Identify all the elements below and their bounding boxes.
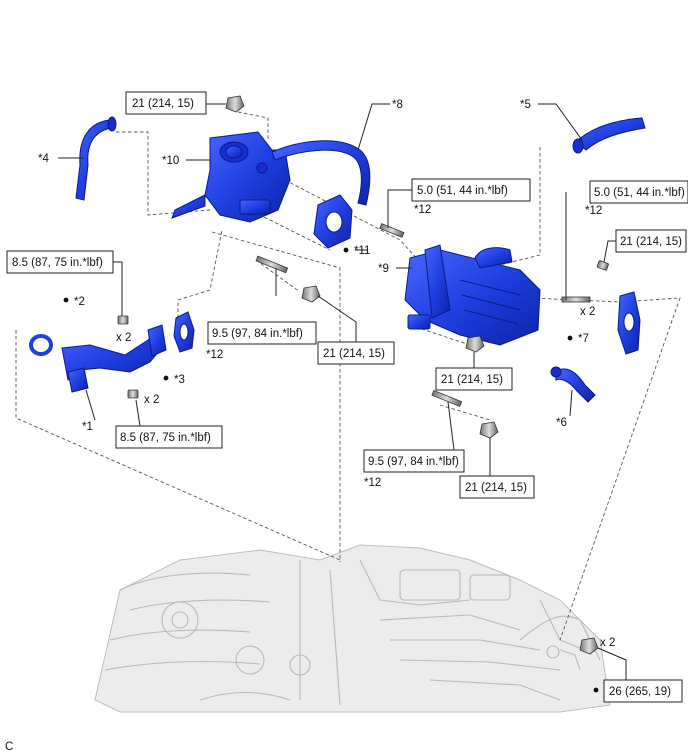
callout-10: *10 [162,155,179,167]
torque-spec-nut-right: 21 (214, 15) [459,475,535,499]
callout-3: *3 [174,374,185,386]
svg-text:5.0 (51, 44 in.*lbf): 5.0 (51, 44 in.*lbf) [594,187,685,199]
hardware-fasteners [117,95,609,655]
callout-7: *7 [578,333,589,345]
nut-right[interactable] [479,421,499,439]
torque-spec-nut-mid: 21 (214, 15) [435,367,513,391]
bolt-left-lower[interactable] [127,389,139,399]
leader-lines [58,103,627,680]
callout-11: *11 [354,245,370,257]
torque-spec-left-upper: 8.5 (87, 75 in.*lbf) [6,250,114,274]
callout-4: *4 [38,153,49,165]
stud-8[interactable] [379,223,405,238]
corner-code: C [5,741,13,753]
stud-mid-right[interactable] [561,296,591,303]
torque-spec-mid-left: 5.0 (51, 44 in.*lbf) [411,178,531,202]
dot-3 [163,375,169,381]
part-callouts: *8 *5 *4 *10 *12 *12 *11 *9 *2 x 2 x 2 *… [5,99,615,753]
qty-bottom: x 2 [600,637,615,649]
engine-assembly-illustration [94,544,611,713]
part-egr-cooler-9[interactable] [404,244,541,346]
callout-12a: *12 [414,204,431,216]
svg-text:21 (214, 15): 21 (214, 15) [323,348,385,360]
torque-spec-top: 21 (214, 15) [125,91,207,115]
bolt-left-upper[interactable] [117,315,129,325]
part-hose-4[interactable] [75,116,117,201]
callout-1: *1 [82,421,93,433]
svg-text:21 (214, 15): 21 (214, 15) [441,374,503,386]
qty-left-upper: x 2 [116,332,131,344]
svg-text:26 (265, 19): 26 (265, 19) [609,686,671,698]
part-hose-5[interactable] [572,117,646,154]
callout-12b: *12 [585,205,602,217]
part-hose-6[interactable] [550,366,596,403]
nut-top[interactable] [225,95,245,113]
dot-7 [567,335,573,341]
callout-5: *5 [520,99,531,111]
torque-spec-bottom: 26 (265, 19) [603,679,683,703]
svg-text:9.5 (97, 84 in.*lbf): 9.5 (97, 84 in.*lbf) [368,456,459,468]
part-egr-valve-10[interactable] [171,131,291,223]
nut-left[interactable] [301,285,321,303]
torque-spec-stud-right: 9.5 (97, 84 in.*lbf) [363,449,465,473]
torque-spec-right-bolt: 21 (214, 15) [615,229,687,253]
callout-9: *9 [378,263,389,275]
torque-spec-nut-left: 21 (214, 15) [317,341,395,365]
svg-text:21 (214, 15): 21 (214, 15) [465,482,527,494]
qty-left-lower: x 2 [144,394,159,406]
callout-8: *8 [392,99,403,111]
qty-right: x 2 [580,306,595,318]
dot-bottom [593,687,599,693]
nut-mid[interactable] [465,335,485,353]
svg-text:21 (214, 15): 21 (214, 15) [620,236,682,248]
nut-bottom[interactable] [579,637,599,655]
torque-spec-left-lower: 8.5 (87, 75 in.*lbf) [115,425,223,449]
dot-2 [63,297,69,303]
stud-left[interactable] [255,255,289,274]
part-pipe-1[interactable] [61,324,167,393]
torque-spec-stud-left: 9.5 (97, 84 in.*lbf) [207,321,317,345]
callout-2: *2 [74,296,85,308]
part-gasket-7[interactable] [617,291,641,355]
part-gasket-3[interactable] [173,311,195,353]
callout-12d: *12 [364,477,381,489]
callout-6: *6 [556,417,567,429]
svg-text:21 (214, 15): 21 (214, 15) [132,98,194,110]
part-pipe-8[interactable] [271,140,371,206]
stud-right[interactable] [431,390,463,407]
callout-12c: *12 [206,349,223,361]
part-oring-2[interactable] [29,334,53,356]
bolt-right[interactable] [596,260,609,271]
svg-text:5.0 (51, 44 in.*lbf): 5.0 (51, 44 in.*lbf) [417,185,508,197]
part-gasket-11[interactable] [313,194,353,249]
dot-11 [343,247,349,253]
svg-text:8.5 (87, 75 in.*lbf): 8.5 (87, 75 in.*lbf) [12,257,103,269]
svg-text:8.5 (87, 75 in.*lbf): 8.5 (87, 75 in.*lbf) [120,432,211,444]
svg-text:9.5 (97, 84 in.*lbf): 9.5 (97, 84 in.*lbf) [212,328,303,340]
torque-spec-mid-right: 5.0 (51, 44 in.*lbf) [589,180,688,204]
